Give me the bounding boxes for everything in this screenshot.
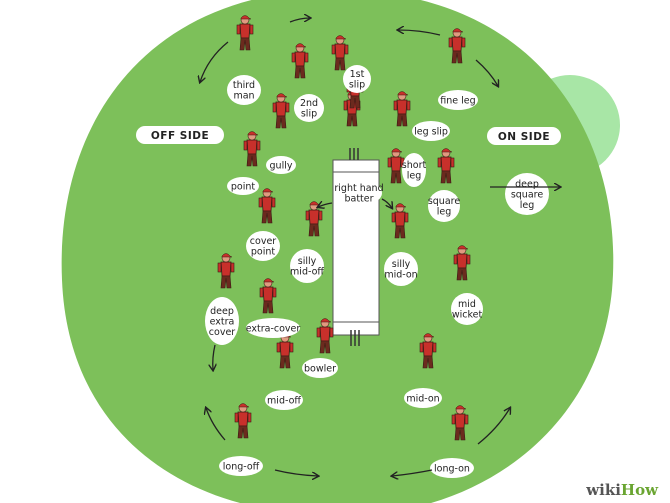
label-bowler-text: bowler bbox=[304, 363, 336, 374]
label-leg-slip: leg slip bbox=[412, 121, 450, 141]
label-extra-cover: extra-cover bbox=[246, 318, 301, 338]
short-leg-player bbox=[387, 148, 405, 184]
arrow-long-off-bottom bbox=[274, 469, 318, 476]
second-slip-player-1 bbox=[291, 43, 309, 79]
arrow-top-right bbox=[398, 30, 441, 36]
mid-on-player bbox=[419, 333, 437, 369]
label-silly-mid-on-text: mid-on bbox=[384, 270, 417, 281]
label-long-on-text: long-on bbox=[434, 463, 470, 474]
gully-player-1 bbox=[272, 93, 290, 129]
label-long-off-text: long-off bbox=[223, 461, 260, 472]
svg-text:OFF SIDE: OFF SIDE bbox=[151, 130, 209, 142]
arrow-third-man bbox=[200, 41, 229, 82]
label-fine-leg-text: fine leg bbox=[440, 95, 475, 106]
label-bowler: bowler bbox=[302, 358, 338, 378]
label-deep-square-leg-text: square bbox=[511, 189, 544, 200]
cover-point-player bbox=[258, 188, 276, 224]
label-deep-extra-cover-text: cover bbox=[209, 327, 236, 338]
square-leg-player bbox=[437, 148, 455, 184]
label-mid-on: mid-on bbox=[404, 388, 442, 408]
label-deep-square-leg-text: deep bbox=[515, 179, 539, 190]
label-silly-mid-on-text: silly bbox=[392, 259, 411, 270]
long-off-player bbox=[234, 403, 252, 439]
label-2nd-slip-text: slip bbox=[301, 109, 317, 120]
extra-cover-player bbox=[259, 278, 277, 314]
arrow-top-left bbox=[289, 18, 310, 23]
label-gully: gully bbox=[266, 156, 296, 174]
off-side-label: OFF SIDE bbox=[136, 126, 224, 144]
label-right-hand-batter-text: batter bbox=[344, 194, 373, 205]
label-mid-wicket-text: mid bbox=[458, 299, 476, 310]
on-side-label: ON SIDE bbox=[487, 127, 561, 145]
arrow-long-on-bottom bbox=[392, 469, 433, 476]
label-cover-point-text: point bbox=[251, 247, 276, 258]
arrow-long-off bbox=[206, 408, 226, 441]
leg-slip-player bbox=[393, 91, 411, 127]
label-mid-off: mid-off bbox=[265, 390, 303, 410]
bowler-player bbox=[316, 318, 334, 354]
label-short-leg-text: short bbox=[402, 160, 427, 171]
label-1st-slip-text: slip bbox=[349, 80, 365, 91]
label-third-man-text: third bbox=[233, 80, 255, 91]
arrow-batter-right bbox=[381, 198, 392, 208]
label-leg-slip-text: leg slip bbox=[414, 126, 448, 137]
label-silly-mid-off-text: silly bbox=[298, 256, 317, 267]
arrow-fine-leg bbox=[475, 59, 498, 86]
label-right-hand-batter-text: right hand bbox=[334, 183, 383, 194]
arrow-deep-extra-cover bbox=[213, 344, 215, 370]
long-on-player bbox=[451, 405, 469, 441]
deep-extra-cover-player bbox=[217, 253, 235, 289]
label-short-leg-text: leg bbox=[407, 171, 422, 182]
label-mid-on-text: mid-on bbox=[406, 393, 439, 404]
label-deep-extra-cover-text: deep bbox=[210, 306, 234, 317]
silly-mid-off-player bbox=[305, 201, 323, 237]
label-1st-slip-text: 1st bbox=[350, 69, 365, 80]
svg-text:ON SIDE: ON SIDE bbox=[498, 131, 550, 143]
label-fine-leg: fine leg bbox=[438, 90, 478, 110]
label-long-off: long-off bbox=[219, 456, 263, 476]
label-third-man-text: man bbox=[233, 91, 254, 102]
fine-leg-player bbox=[448, 28, 466, 64]
label-point: point bbox=[227, 177, 259, 195]
label-mid-wicket-text: wicket bbox=[452, 310, 483, 321]
third-man-player bbox=[236, 15, 254, 51]
mid-wicket-player bbox=[453, 245, 471, 281]
second-slip-player-2 bbox=[331, 35, 349, 71]
label-gully-text: gully bbox=[270, 160, 293, 171]
label-cover-point-text: cover bbox=[250, 236, 277, 247]
label-square-leg-text: square bbox=[428, 196, 461, 207]
wikihow-logo: wikiHow bbox=[586, 481, 658, 499]
label-point-text: point bbox=[231, 181, 256, 192]
label-long-on: long-on bbox=[430, 458, 474, 478]
silly-mid-on-player bbox=[391, 203, 409, 239]
arrow-batter-left bbox=[318, 203, 333, 207]
point-player bbox=[243, 131, 261, 167]
label-deep-square-leg-text: leg bbox=[520, 200, 535, 211]
label-mid-off-text: mid-off bbox=[267, 395, 301, 406]
label-deep-extra-cover-text: extra bbox=[210, 316, 235, 327]
label-square-leg-text: leg bbox=[437, 207, 452, 218]
arrow-long-on bbox=[477, 408, 510, 445]
label-silly-mid-off-text: mid-off bbox=[290, 267, 324, 278]
label-extra-cover-text: extra-cover bbox=[246, 323, 301, 334]
label-2nd-slip-text: 2nd bbox=[300, 98, 318, 109]
